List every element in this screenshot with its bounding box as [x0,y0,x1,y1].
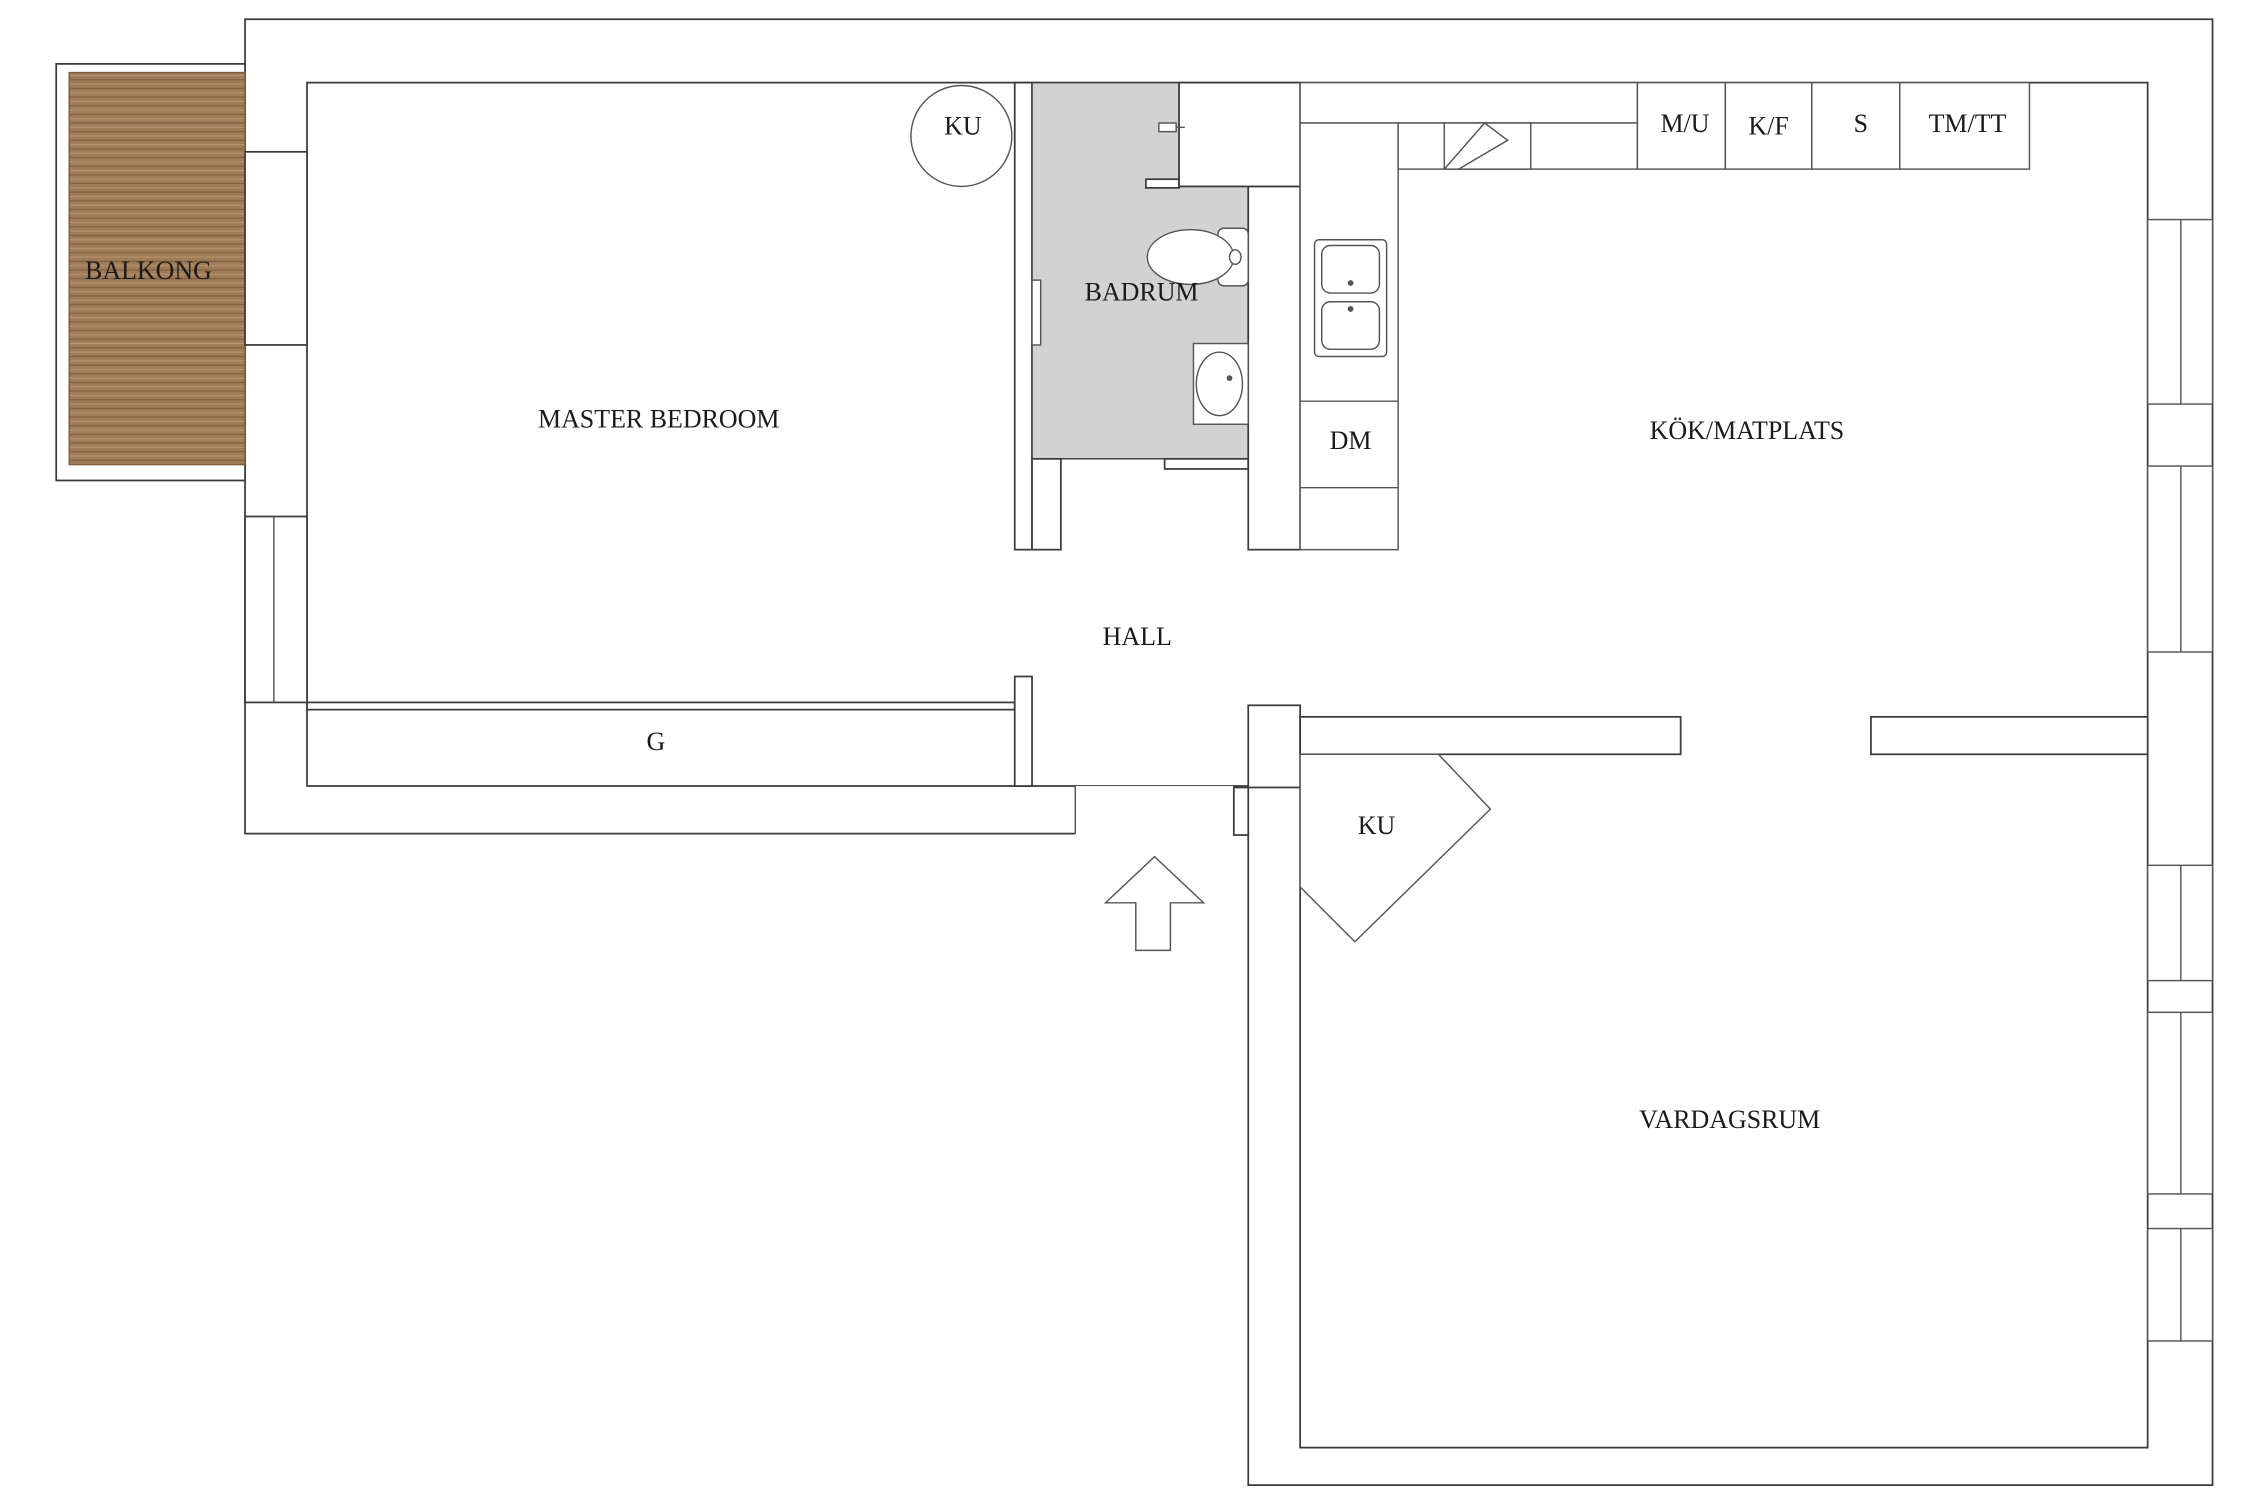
label-wardrobe: G [646,727,665,756]
entrance-arrow-icon [1103,855,1206,952]
right-windows [2146,218,2214,1342]
tap-icon [1158,122,1185,133]
label-dryer: TM/TT [1929,109,2007,138]
bedroom-hall-wall-lower [1013,675,1033,787]
toilet-icon [1146,227,1249,287]
bedroom-hall-wall-upper [1013,81,1033,551]
label-fridge-freezer: K/F [1748,112,1788,141]
wardrobe-wall [306,701,1016,711]
label-microwave-oven: M/U [1660,109,1709,138]
upper-cabinet [1299,81,1639,124]
outer-walls [244,18,2214,1486]
living-wall-right [1870,715,2149,756]
living-wall-left [1299,715,1682,756]
stove-top [1443,122,1532,170]
label-kitchen-dining: KÖK/MATPLATS [1650,416,1845,445]
balcony-door-opening [244,150,308,346]
label-washer-bedroom: KU [944,112,982,141]
left-window [244,515,308,704]
label-bathroom: BADRUM [1085,277,1199,306]
appliance-row [1636,81,2031,170]
washer-living-icon [1299,753,1492,943]
washbasin-icon [1192,342,1249,425]
entrance-opening [1075,786,1234,836]
balcony-deck [68,71,246,466]
label-hall: HALL [1103,622,1172,651]
washer-bedroom-icon [910,84,1013,188]
label-balcony: BALKONG [85,256,212,285]
label-dishwasher: DM [1330,426,1372,455]
label-living-room: VARDAGSRUM [1639,1105,1820,1134]
sink-icon [1313,239,1388,358]
label-master-bedroom: MASTER BEDROOM [538,404,779,433]
label-washer-living: KU [1358,811,1396,840]
label-storage: S [1854,109,1868,138]
